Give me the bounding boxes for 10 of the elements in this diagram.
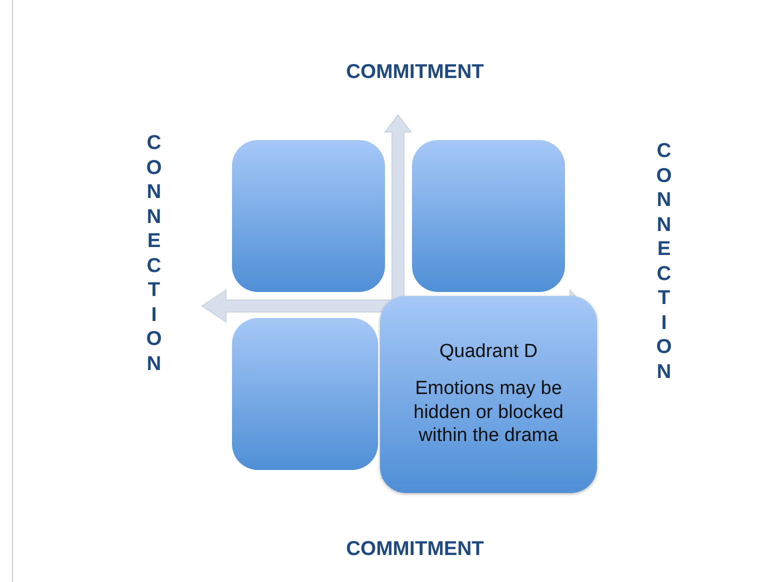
quadrant-box bbox=[380, 296, 597, 493]
quadrant-title: Quadrant D bbox=[439, 340, 538, 363]
quadrant-box bbox=[232, 318, 378, 470]
axis-title: COMMITMENT bbox=[346, 61, 484, 83]
axis-title: CONNECTION bbox=[656, 139, 672, 384]
quadrant-box bbox=[232, 140, 385, 292]
axis-title: COMMITMENT bbox=[346, 538, 484, 560]
quadrant-description: Emotions may be hidden or blocked within the drama bbox=[412, 376, 564, 448]
axis-title: CONNECTION bbox=[146, 131, 162, 376]
quadrant-box bbox=[412, 140, 565, 292]
